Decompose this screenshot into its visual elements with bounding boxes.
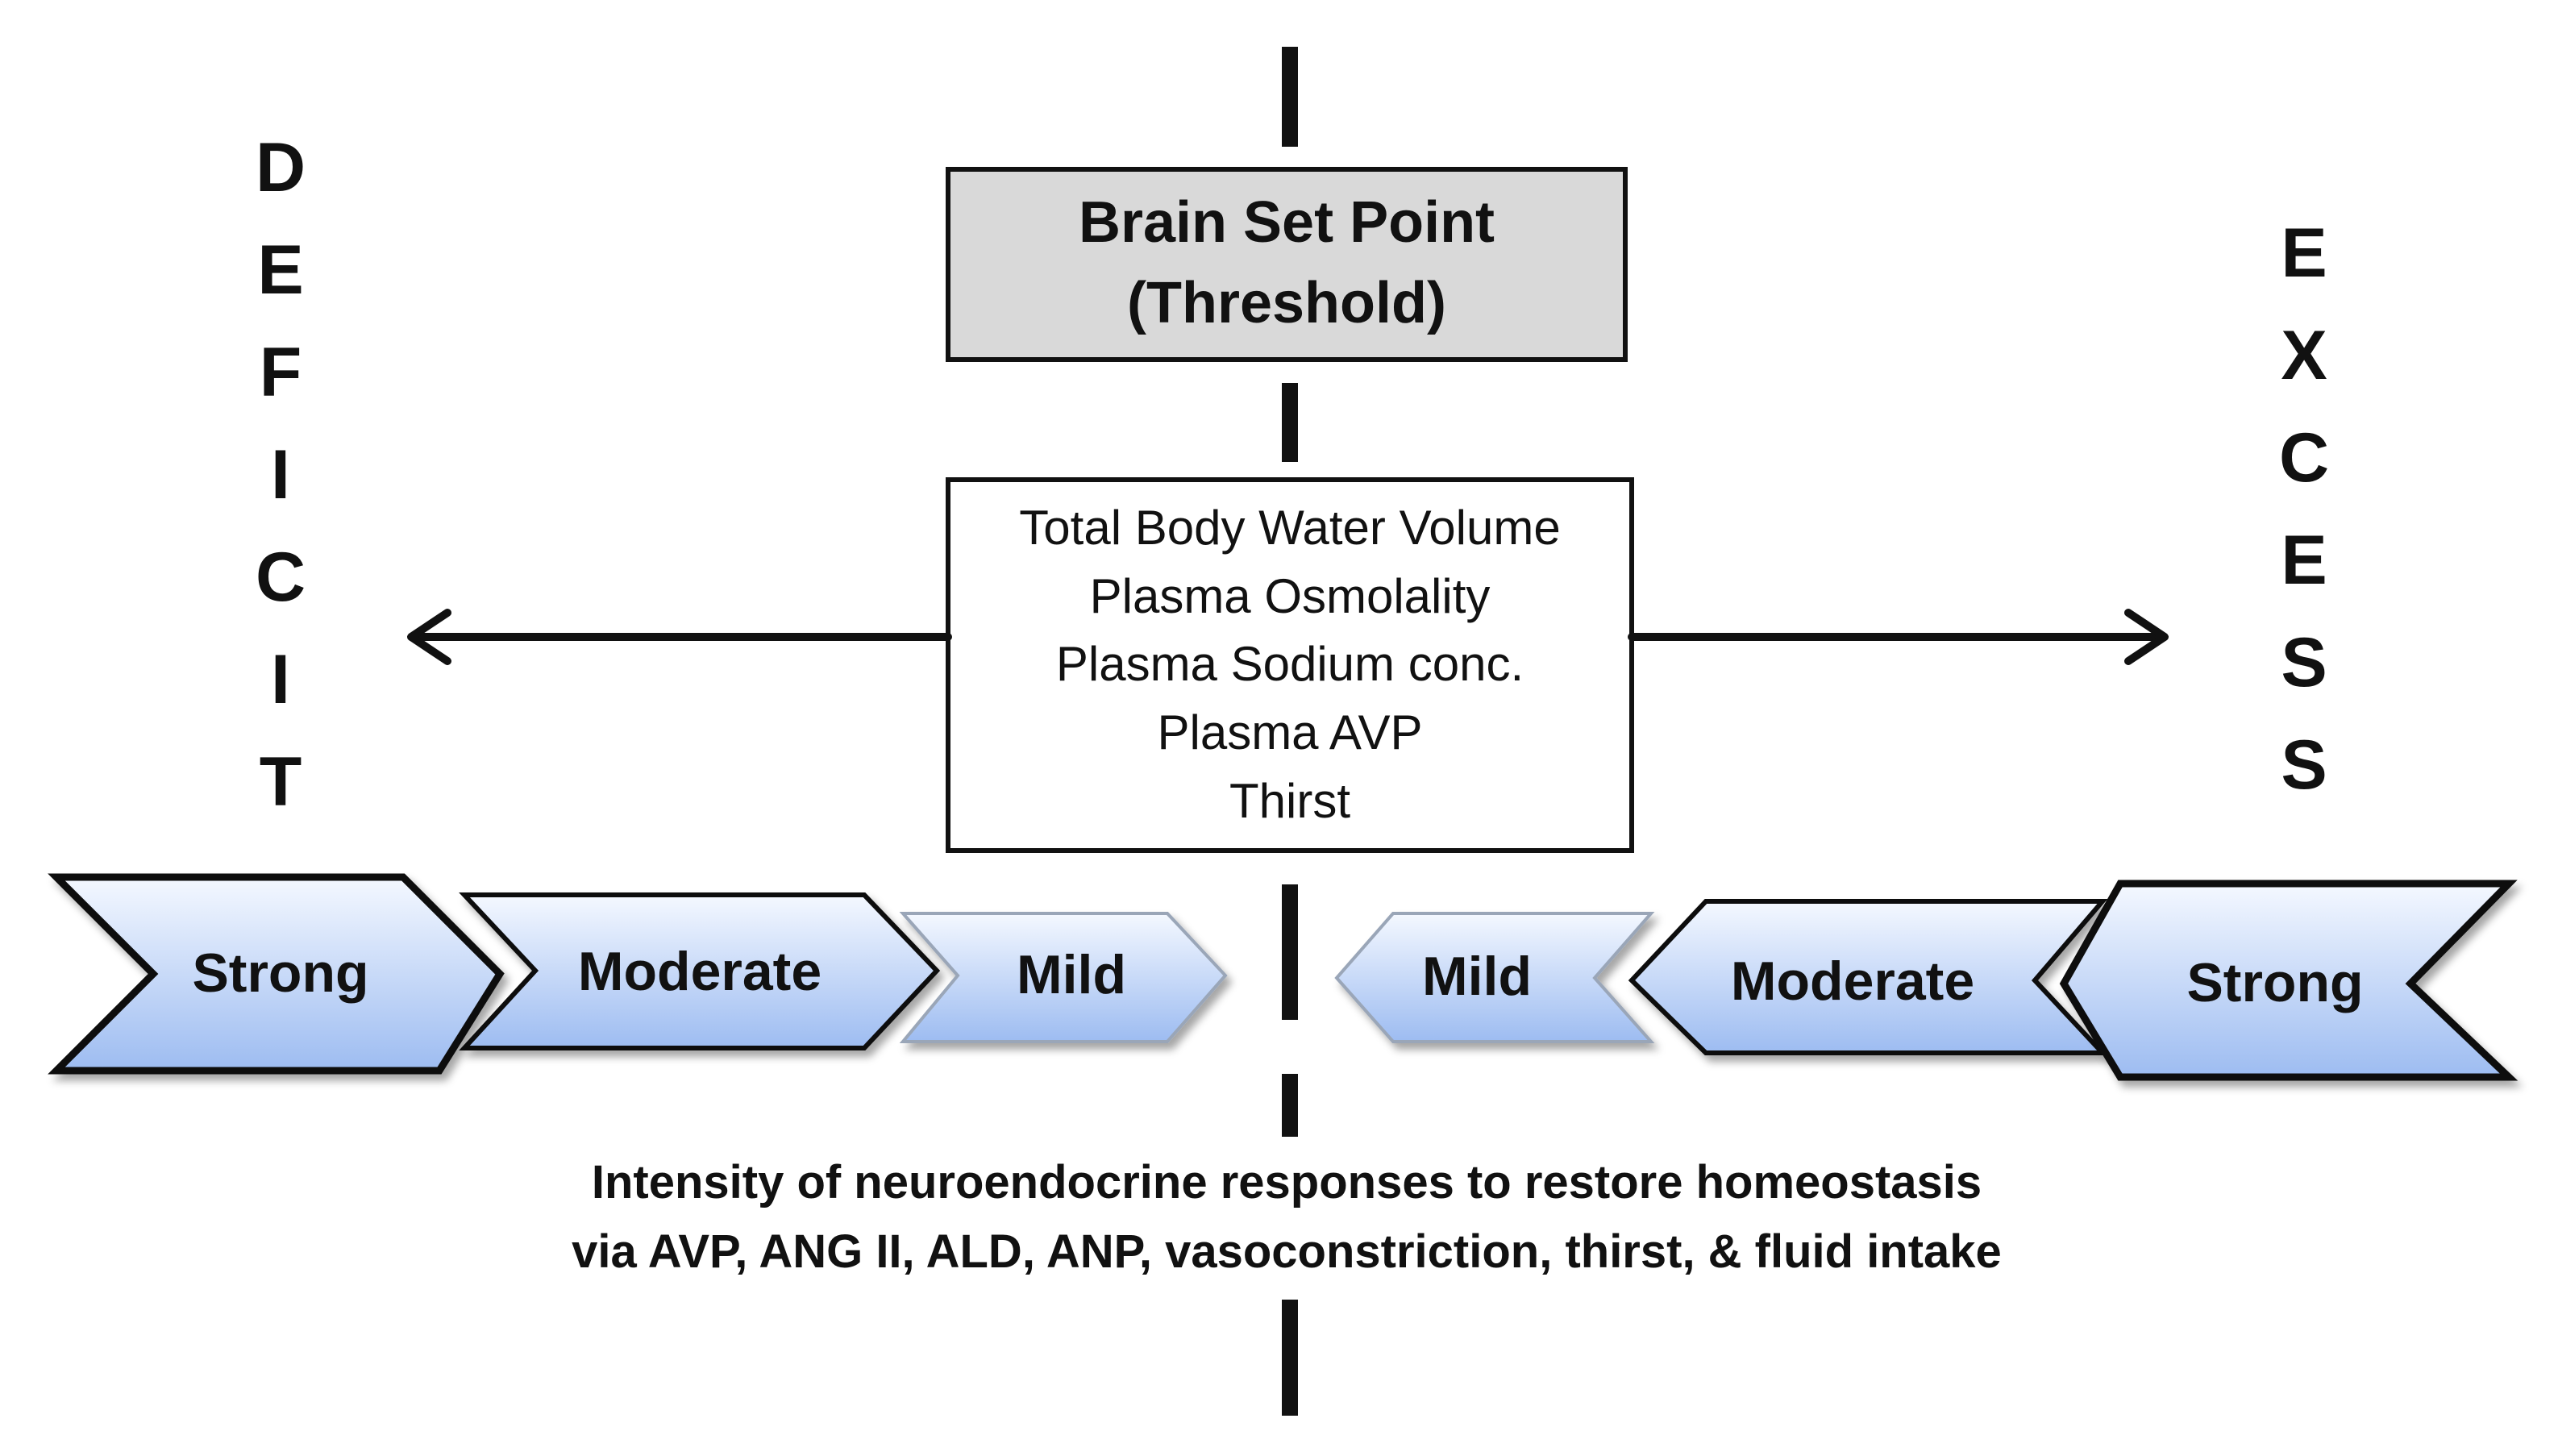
chevron-mild-right: Mild	[1334, 912, 1655, 1043]
deficit-letter: I	[271, 436, 290, 514]
set-point-box: Brain Set Point (Threshold)	[946, 167, 1628, 362]
chevron-moderate-right: Moderate	[1628, 899, 2108, 1055]
threshold-dash	[1282, 47, 1298, 147]
variable-label: Thirst	[1229, 774, 1350, 828]
deficit-letter: D	[256, 129, 306, 206]
excess-letter: S	[2281, 624, 2327, 701]
set-point-title: Brain Set Point	[1079, 190, 1495, 255]
deficit-label: D E F I C I T	[256, 129, 306, 821]
threshold-dash	[1282, 884, 1298, 1020]
deficit-letter: I	[271, 641, 290, 718]
variables-box: Total Body Water Volume Plasma Osmolalit…	[946, 477, 1634, 853]
chevron-label: Moderate	[1731, 951, 1974, 1012]
chevron-label: Moderate	[578, 941, 821, 1002]
chevron-strong-right: Strong	[2059, 880, 2518, 1081]
caption-line-2: via AVP, ANG II, ALD, ANP, vasoconstrict…	[572, 1225, 2002, 1278]
chevron-moderate-left: Moderate	[459, 892, 941, 1050]
chevron-label: Mild	[1017, 944, 1126, 1005]
chevron-mild-left: Mild	[899, 912, 1228, 1043]
deficit-letter: T	[260, 743, 302, 821]
left-chevrons: Strong Moderate Mild	[48, 873, 1228, 1075]
deficit-letter: E	[257, 231, 303, 309]
chevron-label: Strong	[2186, 952, 2363, 1013]
excess-letter: C	[2279, 419, 2329, 497]
excess-arrow	[1628, 609, 2169, 665]
caption: Intensity of neuroendocrine responses to…	[572, 1156, 2002, 1278]
right-chevrons: Mild Moderate Strong	[1334, 880, 2518, 1081]
variable-label: Plasma Osmolality	[1090, 569, 1491, 623]
threshold-line	[1282, 47, 1298, 1416]
chevron-label: Mild	[1422, 946, 1532, 1007]
excess-label: E X C E S S	[2279, 214, 2329, 804]
deficit-arrow	[407, 609, 952, 665]
set-point-subtitle: (Threshold)	[1127, 271, 1446, 335]
caption-line-1: Intensity of neuroendocrine responses to…	[592, 1156, 1982, 1208]
chevron-strong-left: Strong	[48, 873, 505, 1075]
deficit-letter: C	[256, 539, 306, 616]
threshold-dash	[1282, 1074, 1298, 1137]
excess-letter: S	[2281, 726, 2327, 804]
excess-letter: E	[2281, 214, 2327, 292]
deficit-letter: F	[260, 334, 302, 411]
threshold-dash	[1282, 1300, 1298, 1416]
chevron-label: Strong	[192, 942, 368, 1004]
variable-label: Total Body Water Volume	[1019, 501, 1560, 555]
variable-label: Plasma Sodium conc.	[1056, 637, 1524, 691]
excess-letter: X	[2281, 317, 2327, 394]
variable-label: Plasma AVP	[1157, 705, 1422, 759]
excess-letter: E	[2281, 522, 2327, 599]
threshold-dash	[1282, 383, 1298, 462]
